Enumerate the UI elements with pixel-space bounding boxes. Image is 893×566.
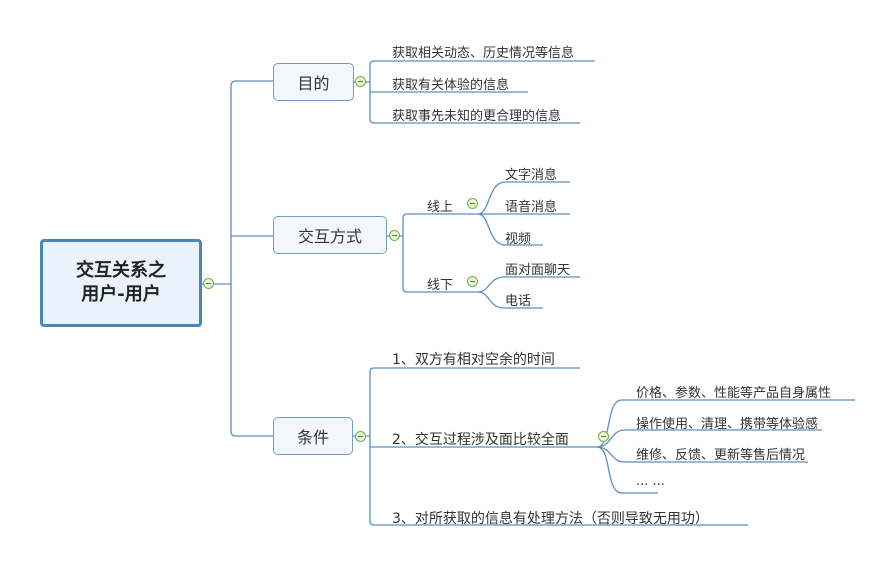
- node-conditions[interactable]: 条件: [273, 417, 353, 455]
- node-interaction[interactable]: 交互方式: [273, 216, 387, 254]
- leaf-node[interactable]: 维修、反馈、更新等售后情况: [636, 448, 806, 463]
- collapse-icon[interactable]: [598, 431, 609, 442]
- node-purpose[interactable]: 目的: [273, 63, 354, 101]
- collapse-icon[interactable]: [467, 276, 478, 287]
- collapse-icon[interactable]: [355, 431, 366, 442]
- leaf-node[interactable]: 获取相关动态、历史情况等信息: [392, 46, 575, 61]
- leaf-node[interactable]: 操作使用、清理、携带等体验感: [636, 417, 819, 432]
- leaf-node[interactable]: 面对面聊天: [505, 263, 571, 278]
- collapse-icon[interactable]: [467, 198, 478, 209]
- leaf-node[interactable]: 文字消息: [505, 168, 558, 183]
- collapse-icon[interactable]: [203, 278, 214, 289]
- root-node[interactable]: 交互关系之 用户-用户: [40, 239, 202, 327]
- root-line1: 交互关系之: [76, 260, 166, 281]
- leaf-node[interactable]: 3、对所获取的信息有处理方法（否则导致无用功）: [392, 511, 709, 527]
- collapse-icon[interactable]: [389, 230, 400, 241]
- leaf-node[interactable]: 电话: [505, 294, 532, 309]
- root-line2: 用户-用户: [81, 284, 161, 305]
- node-offline[interactable]: 线下: [427, 278, 454, 293]
- leaf-node[interactable]: 视频: [505, 232, 532, 247]
- node-condition-2[interactable]: 2、交互过程涉及面比较全面: [392, 432, 569, 448]
- leaf-node[interactable]: 语音消息: [505, 200, 558, 215]
- leaf-node[interactable]: 获取事先未知的更合理的信息: [392, 109, 562, 124]
- node-online[interactable]: 线上: [427, 200, 454, 215]
- leaf-node[interactable]: 价格、参数、性能等产品自身属性: [636, 386, 832, 401]
- leaf-node[interactable]: ... ...: [636, 474, 665, 489]
- leaf-node[interactable]: 1、双方有相对空余的时间: [392, 352, 555, 368]
- leaf-node[interactable]: 获取有关体验的信息: [392, 78, 510, 93]
- collapse-icon[interactable]: [355, 76, 366, 87]
